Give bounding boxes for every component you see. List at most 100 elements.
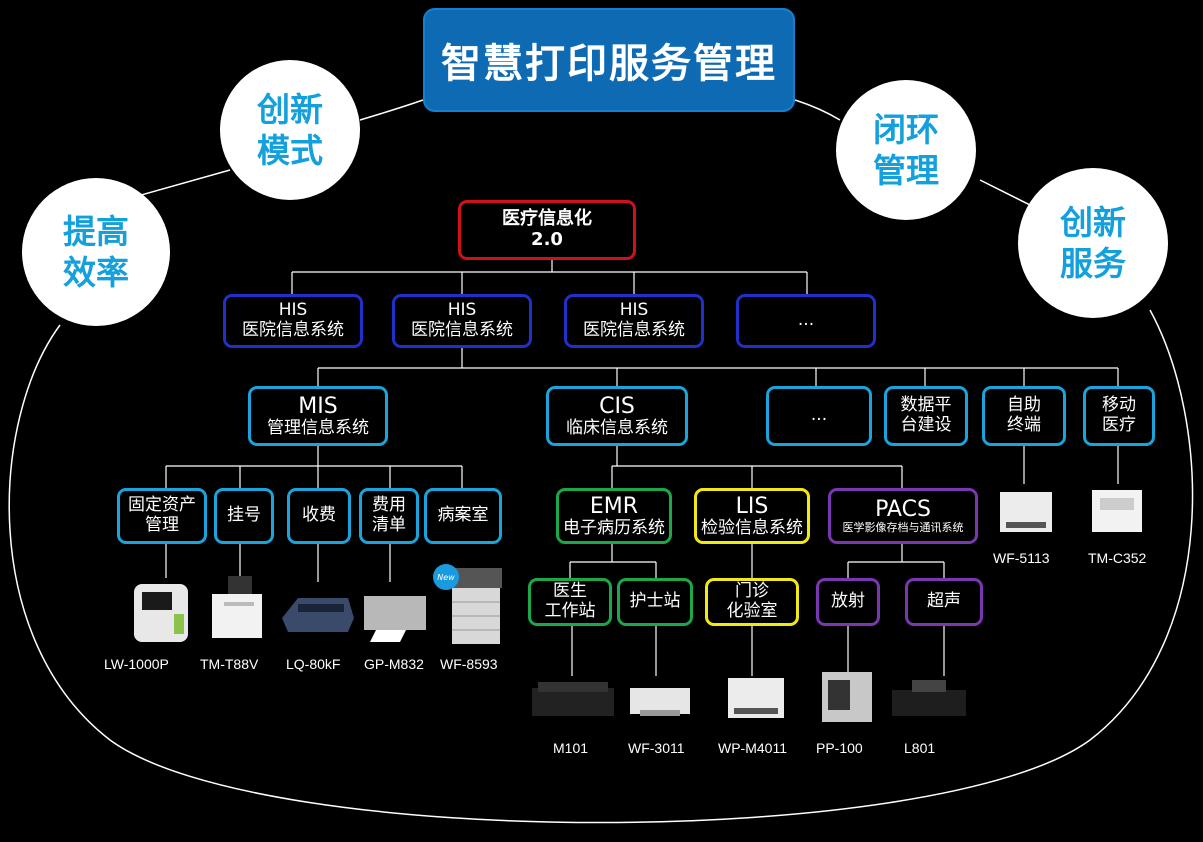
node-line2: 临床信息系统 — [566, 417, 668, 438]
node-line2: 医院信息系统 — [411, 320, 513, 340]
node-line2: 医院信息系统 — [242, 320, 344, 340]
fee-list-node: 费用清单 — [359, 488, 419, 544]
radiology-node: 放射 — [816, 578, 880, 626]
more-node: ... — [736, 294, 876, 348]
circle-line1: 闭环 — [873, 109, 939, 149]
data-platform-node: 数据平台建设 — [884, 386, 968, 446]
node-line1: 超声 — [927, 591, 961, 612]
circle-line1: 创新 — [257, 89, 323, 129]
ultrasound-node: 超声 — [905, 578, 983, 626]
node-line2: 台建设 — [900, 415, 952, 435]
node-line1: EMR — [589, 493, 639, 519]
node-line2: 化验室 — [726, 601, 778, 621]
business-printer-icon — [728, 678, 784, 718]
circle-line1: 提高 — [63, 211, 129, 251]
node-line1: CIS — [599, 393, 635, 419]
node-line2: 检验信息系统 — [701, 517, 803, 538]
device-label: WF-3011 — [628, 740, 685, 756]
node-line1: LIS — [735, 493, 769, 519]
medical-records-node: 病案室 — [424, 488, 502, 544]
fixed-assets-node: 固定资产管理 — [117, 488, 207, 544]
circle-efficiency: 提高效率 — [22, 178, 170, 326]
device-label: GP-M832 — [364, 656, 424, 672]
node-line1: 放射 — [831, 591, 865, 612]
node-line2: 医学影像存档与通讯系统 — [842, 521, 964, 535]
node-line1: 收费 — [302, 505, 336, 526]
node-line2: 管理信息系统 — [267, 417, 369, 438]
device-label: PP-100 — [816, 740, 863, 756]
charging-node: 收费 — [287, 488, 351, 544]
node-line2: 医疗 — [1102, 415, 1136, 435]
node-line1: 数据平 — [900, 395, 952, 416]
node-line2: 医院信息系统 — [583, 320, 685, 340]
node-line1: HIS — [278, 300, 308, 321]
new-badge: New — [433, 564, 459, 590]
node-line1: HIS — [447, 300, 477, 321]
registration-node: 挂号 — [214, 488, 274, 544]
device-label: WF-8593 — [440, 656, 498, 672]
photo-printer-icon — [892, 680, 966, 716]
receipt-printer-icon — [212, 576, 262, 638]
mobile-medical-node: 移动医疗 — [1083, 386, 1155, 446]
device-label: LW-1000P — [104, 656, 169, 672]
circle-line2: 效率 — [63, 253, 129, 292]
lab-node: 门诊化验室 — [705, 578, 799, 626]
self-service-node: 自助终端 — [982, 386, 1066, 446]
node-line1: 移动 — [1102, 395, 1136, 416]
inkjet-printer-icon — [532, 682, 614, 716]
device-label: L801 — [904, 740, 936, 756]
business-printer-icon — [1000, 492, 1052, 532]
node-line1: 护士站 — [629, 591, 681, 612]
node-line2: 清单 — [372, 515, 406, 535]
dot-matrix-printer-icon — [282, 598, 354, 632]
circle-line2: 管理 — [873, 151, 939, 190]
node-line1: MIS — [298, 393, 338, 419]
circle-line2: 服务 — [1060, 244, 1126, 283]
node-line2: 电子病历系统 — [563, 517, 665, 538]
node-line1: PACS — [875, 497, 931, 523]
more-node: ... — [766, 386, 872, 446]
label-printer-icon — [1092, 490, 1142, 532]
node-line1: 挂号 — [227, 505, 261, 526]
label-printer-icon — [134, 584, 188, 642]
node-line1: 医疗信息化 — [502, 208, 592, 230]
node-line2: 终端 — [1007, 415, 1041, 435]
device-label: WF-5113 — [993, 550, 1050, 566]
node-line1: 医生 — [553, 581, 587, 602]
node-line2: 工作站 — [544, 601, 596, 621]
circle-closed-loop: 闭环管理 — [836, 80, 976, 220]
device-label: WP-M4011 — [718, 740, 787, 756]
circle-line1: 创新 — [1060, 202, 1126, 242]
node-line1: ... — [797, 310, 815, 331]
node-line1: 病案室 — [437, 505, 489, 526]
doctor-workstation-node: 医生工作站 — [528, 578, 612, 626]
circle-innovation-service: 创新服务 — [1018, 168, 1168, 318]
circle-innovation-model: 创新模式 — [220, 60, 360, 200]
node-line2: 管理 — [145, 515, 179, 535]
device-label: TM-T88V — [200, 656, 259, 672]
node-line1: 费用 — [372, 495, 406, 516]
node-line1: 门诊 — [735, 581, 769, 602]
nurse-station-node: 护士站 — [617, 578, 693, 626]
inkjet-printer-icon — [630, 688, 690, 716]
node-line1: ... — [810, 405, 828, 426]
device-label: TM-C352 — [1088, 550, 1147, 566]
multifunction-printer-icon — [450, 568, 502, 644]
label-printer-icon — [364, 596, 426, 642]
page-title: 智慧打印服务管理 — [423, 8, 795, 112]
device-label: M101 — [553, 740, 589, 756]
disc-publisher-icon — [822, 672, 872, 722]
node-line1: 固定资产 — [128, 495, 196, 516]
device-label: LQ-80kF — [286, 656, 341, 672]
circle-line2: 模式 — [257, 131, 323, 170]
